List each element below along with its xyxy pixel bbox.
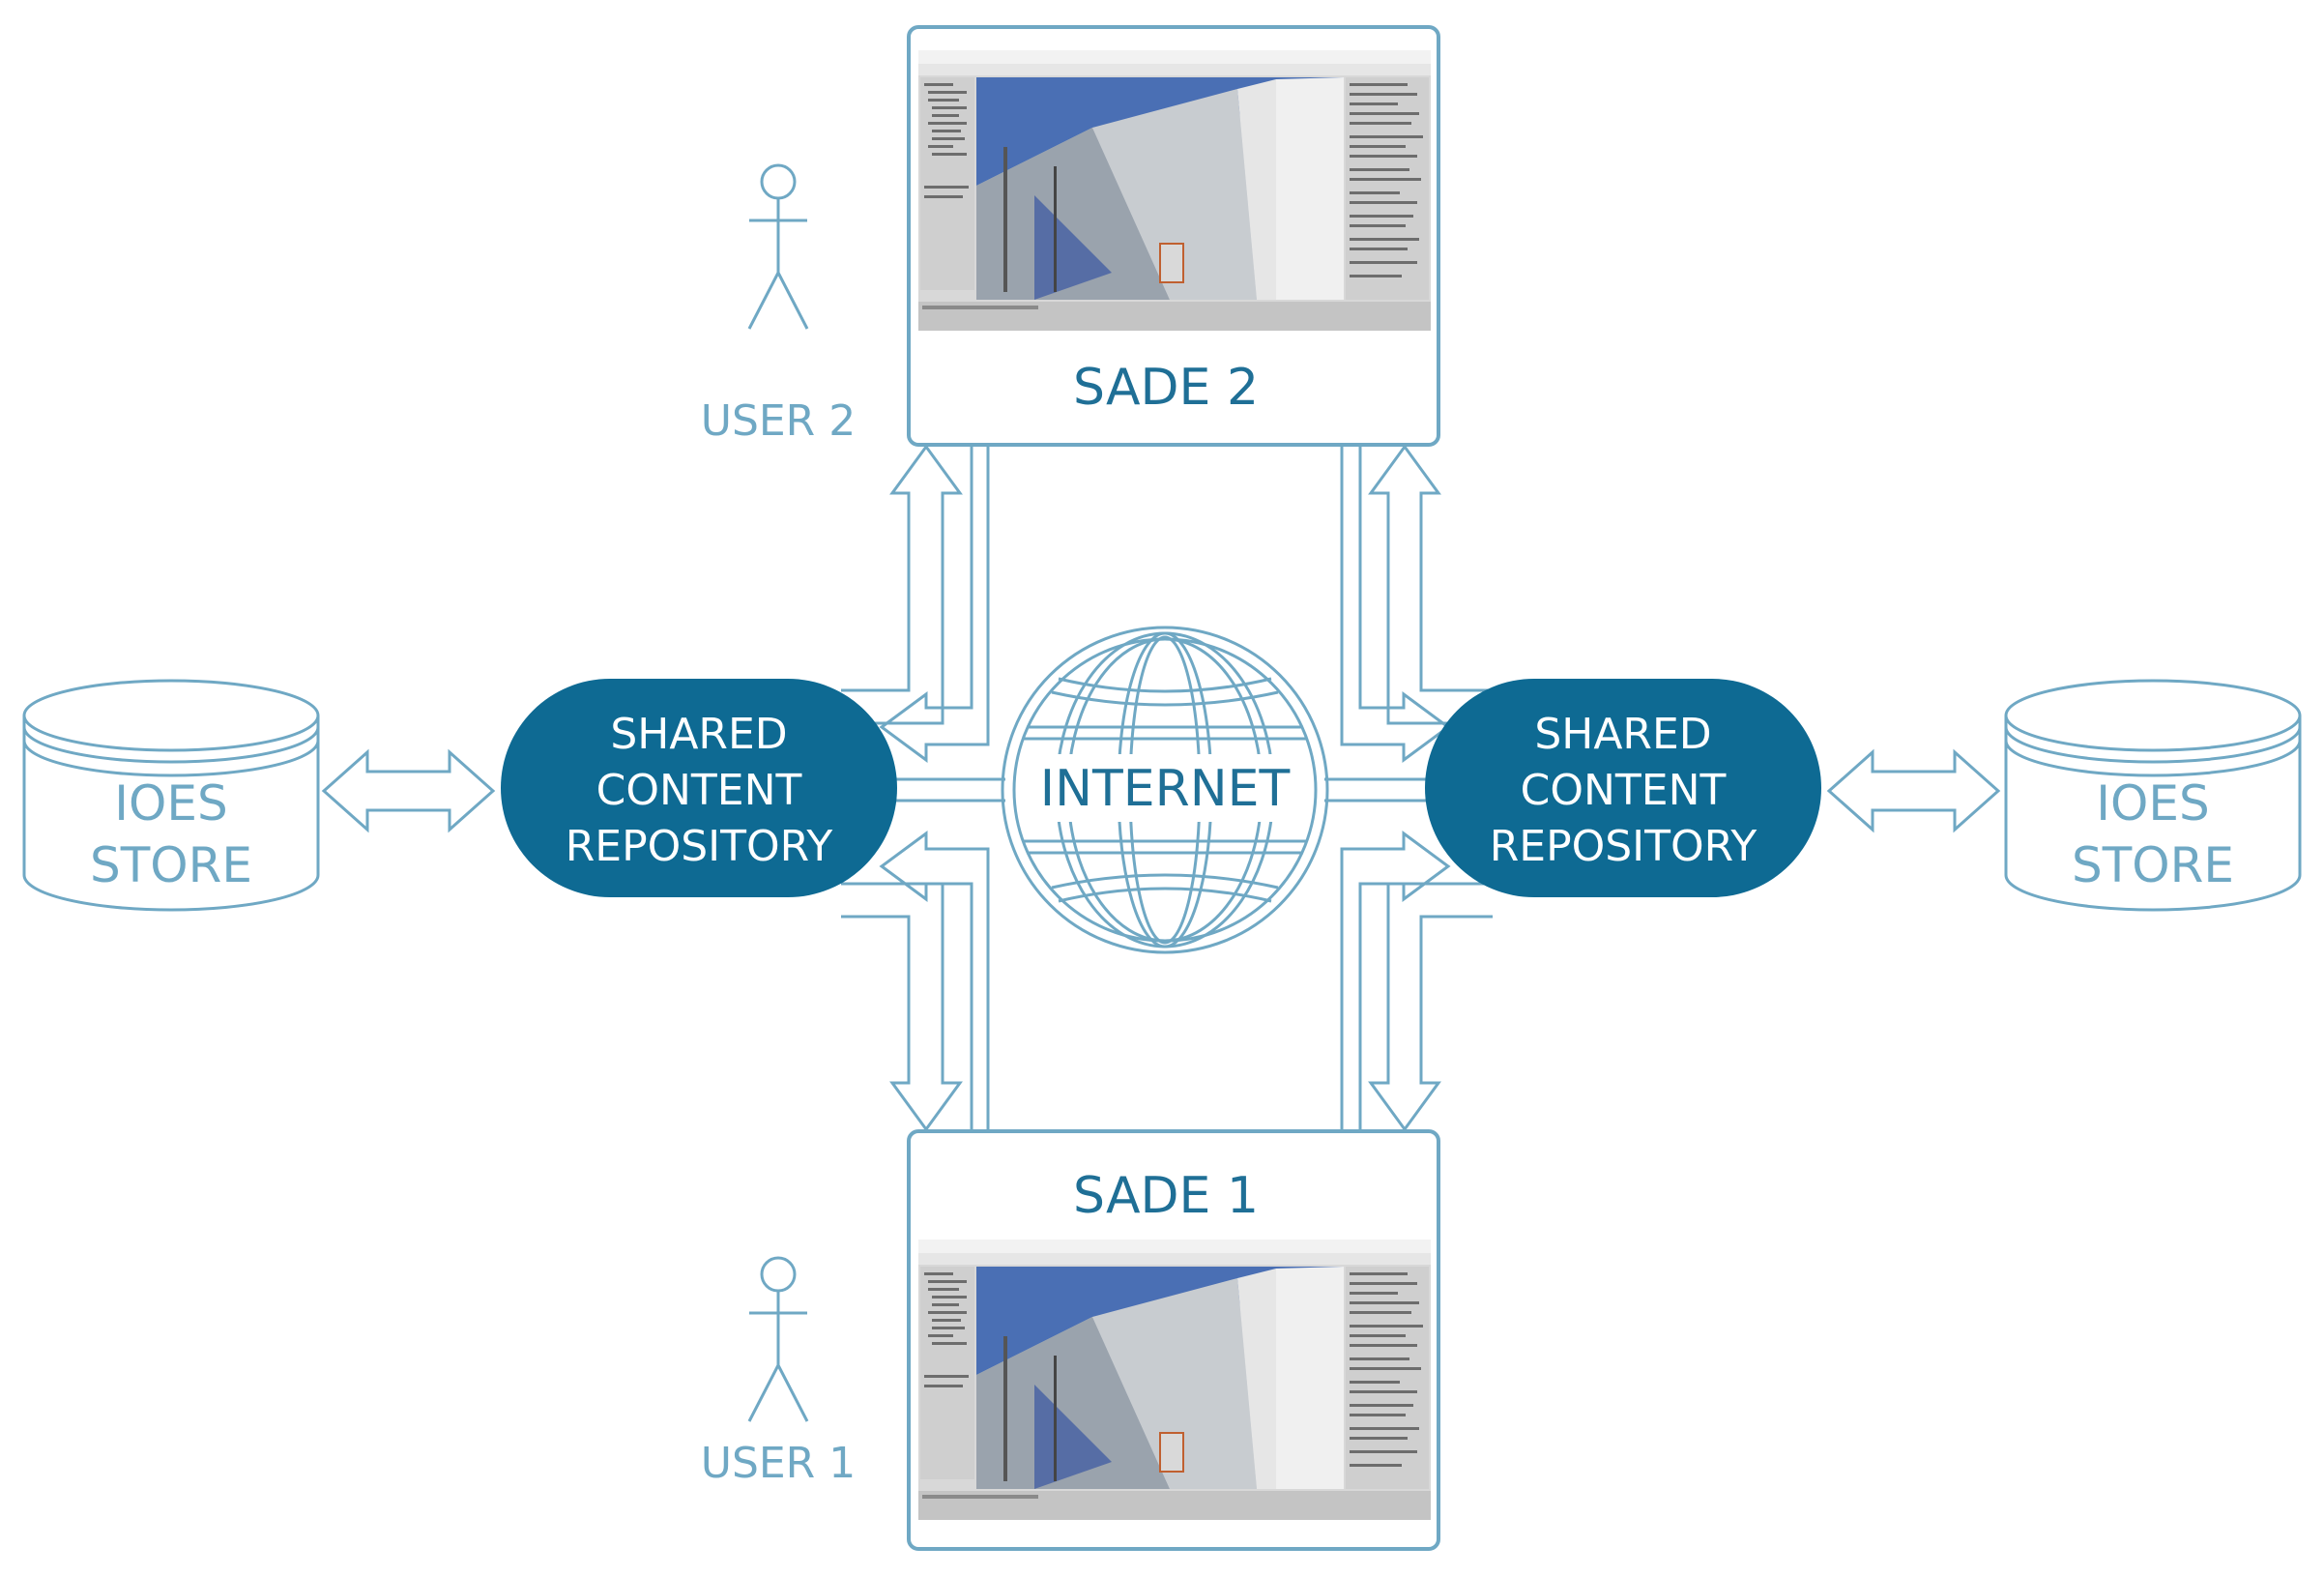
user-1-label: USER 1: [701, 1439, 857, 1488]
repo-left-line1: SHARED: [610, 710, 787, 759]
user-2-label: USER 2: [701, 396, 857, 446]
store-right-line2: STORE: [2072, 837, 2234, 893]
arrow-repo-right-to-sade-1: [1368, 882, 1493, 1132]
arrow-repo-left-to-sade-1: [841, 882, 963, 1132]
sade-2-label: SADE 2: [1073, 359, 1259, 417]
arrow-store-left-repo-left: [321, 748, 496, 833]
shared-content-repository-left: SHARED CONTENT REPOSITORY: [501, 679, 897, 897]
sade-2-panel: SADE 2: [907, 25, 1440, 447]
link-internet-repo-right: [1324, 777, 1436, 803]
arrow-sade-1-to-repo-right: [1340, 831, 1451, 1129]
sade-1-screenshot: [917, 1239, 1432, 1521]
sade-1-panel: SADE 1: [907, 1129, 1440, 1551]
user-2: USER 2: [701, 163, 857, 446]
internet-label: INTERNET: [1040, 760, 1291, 818]
arrow-sade-2-to-repo-left: [879, 447, 990, 763]
sade-1-label: SADE 1: [1073, 1167, 1259, 1225]
store-left-line1: IOES: [114, 775, 227, 832]
user-1-stick-figure-icon: [747, 1256, 809, 1422]
store-left-line2: STORE: [90, 837, 252, 893]
shared-content-repository-right: SHARED CONTENT REPOSITORY: [1425, 679, 1821, 897]
arrow-repo-right-to-sade-2: [1368, 444, 1493, 725]
user-2-stick-figure-icon: [747, 163, 809, 330]
arrow-sade-1-to-repo-left: [879, 831, 990, 1129]
store-right-line1: IOES: [2096, 775, 2209, 832]
arrow-repo-left-to-sade-2: [841, 444, 963, 725]
repo-right-line3: REPOSITORY: [1490, 822, 1758, 871]
arrow-store-right-repo-right: [1826, 748, 2001, 833]
repo-left-line2: CONTENT: [596, 766, 802, 815]
repo-left-line3: REPOSITORY: [566, 822, 833, 871]
sade-2-screenshot: [917, 49, 1432, 332]
user-1: USER 1: [701, 1256, 857, 1488]
internet-globe: INTERNET: [1001, 626, 1329, 954]
ioes-store-right: IOES STORE: [2004, 679, 2302, 912]
repo-right-line1: SHARED: [1534, 710, 1711, 759]
repo-right-line2: CONTENT: [1521, 766, 1727, 815]
link-repo-left-internet: [894, 777, 1005, 803]
ioes-store-left: IOES STORE: [22, 679, 320, 912]
